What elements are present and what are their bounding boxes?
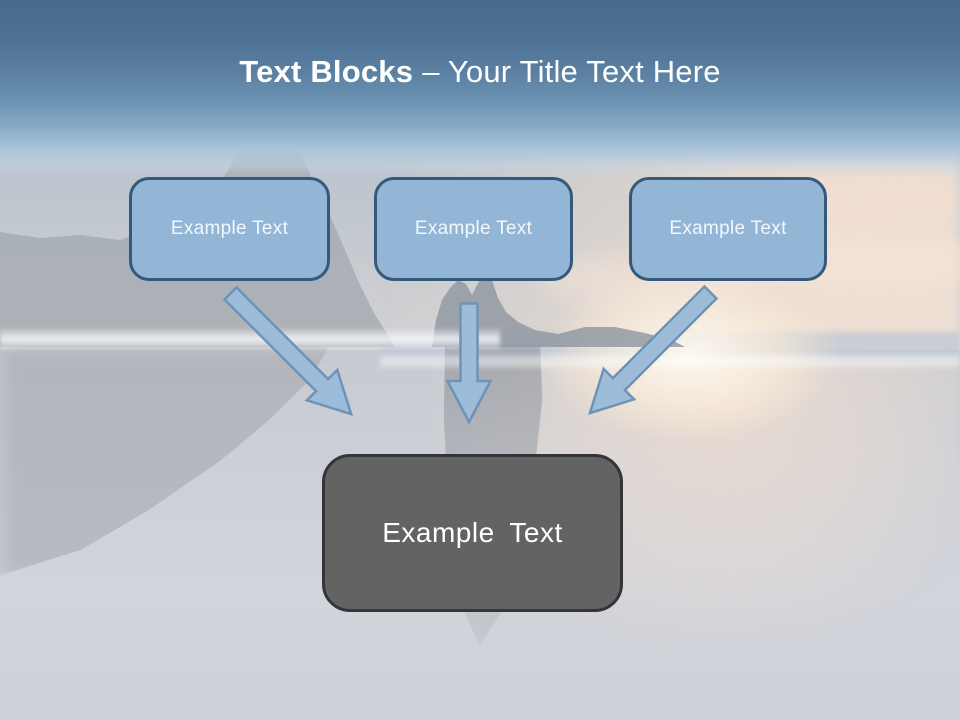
slide-title: Text Blocks– Your Title Text Here — [0, 54, 960, 90]
text-block-1-label: Example Text — [170, 218, 289, 239]
slide-title-regular: – Your Title Text Here — [422, 54, 721, 89]
text-block-2: Example Text — [374, 177, 573, 281]
arrow-down-icon — [445, 302, 493, 425]
target-text-block-label: Example Text — [382, 517, 563, 548]
target-text-block: Example Text — [322, 454, 623, 612]
title-banner — [0, 0, 960, 178]
text-block-3-label: Example Text — [669, 218, 787, 239]
arrow-down-right-icon — [222, 285, 354, 417]
slide-title-bold: Text Blocks — [239, 54, 414, 89]
text-block-3: Example Text — [629, 177, 827, 281]
text-block-1: Example Text — [129, 177, 330, 281]
arrow-down-left-icon — [587, 284, 719, 416]
text-block-2-label: Example Text — [414, 218, 533, 239]
